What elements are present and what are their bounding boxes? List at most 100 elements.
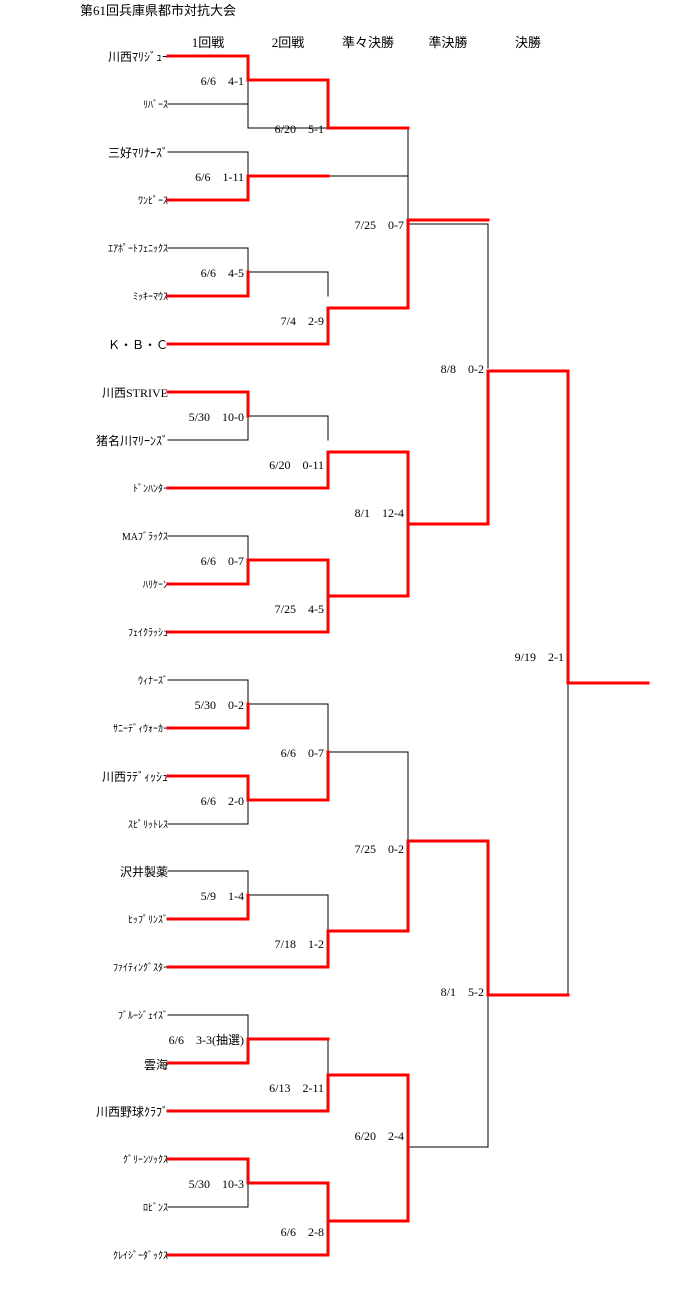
- match-score: 8/8 0-2: [440, 362, 484, 376]
- round-header-1: 1回戦: [191, 35, 225, 50]
- winner-line: [166, 750, 330, 802]
- team-name: ｸﾚｲｼﾞｰﾀﾞｯｸｽ: [113, 1251, 168, 1262]
- bracket-line: [167, 679, 249, 705]
- bracket-line: [327, 523, 409, 597]
- team-name: 川西ﾏﾘｼﾞｭｰ: [107, 50, 168, 64]
- team-name: ﾜﾝﾋﾟｰｽ: [138, 196, 168, 207]
- bracket-line: [407, 127, 489, 369]
- match-score: 6/13 2-11: [269, 1081, 324, 1095]
- bracket-line: [327, 1074, 409, 1148]
- bracket-line: [247, 415, 329, 441]
- bracket-line: [487, 682, 569, 996]
- team-name: ｽﾋﾟﾘｯﾄﾚｽ: [128, 820, 168, 831]
- team-name: MAﾌﾞﾗｯｸｽ: [121, 532, 168, 543]
- team-name: ﾛﾋﾞﾝｽ: [143, 1203, 168, 1214]
- winner-line: [166, 558, 330, 598]
- winner-line: [166, 1037, 330, 1065]
- bracket-line: [247, 703, 329, 753]
- match-score: 6/6 2-8: [280, 1225, 324, 1239]
- team-name: ﾄﾞﾝﾊﾝﾀｰ: [133, 484, 168, 495]
- bracket-line: [167, 151, 249, 177]
- round-header-3: 準々決勝: [341, 35, 395, 50]
- match-score: 7/4 2-9: [280, 314, 324, 328]
- bracket-line: [167, 1182, 249, 1208]
- bracket-line: [247, 1038, 329, 1076]
- winner-line: [166, 218, 490, 346]
- team-name: ﾌﾞﾙｰｼﾞｪｲｽﾞ: [118, 1011, 168, 1022]
- bracket-line: [167, 799, 249, 825]
- bracket-line: [407, 994, 489, 1148]
- match-score: 5/30 10-3: [188, 1177, 244, 1191]
- winner-lines: [166, 54, 650, 1257]
- bracket-line: [247, 271, 329, 297]
- match-score: 6/6 0-7: [200, 554, 244, 568]
- winner-line: [166, 1073, 410, 1223]
- bracket-line: [167, 1014, 249, 1040]
- winner-line: [166, 1157, 330, 1223]
- bracket-line: [167, 870, 249, 896]
- match-score: 8/1 5-2: [440, 985, 484, 999]
- winner-line: [166, 54, 250, 82]
- team-name: 川西ﾗﾃﾞｨｯｼｭ: [101, 770, 168, 784]
- winner-line: [166, 839, 570, 997]
- match-score: 6/6 1-11: [195, 170, 244, 184]
- bracket-line: [167, 535, 249, 561]
- team-name: ｸﾞﾘｰﾝｿｯｸｽ: [123, 1155, 168, 1166]
- team-name: 三好ﾏﾘﾅｰｽﾞ: [107, 146, 168, 160]
- match-score: 7/18 1-2: [274, 937, 324, 951]
- team-name: ﾋｯﾌﾟﾘﾝｽﾞ: [128, 915, 168, 926]
- team-name: ｳｨﾅｰｽﾞ: [138, 676, 168, 687]
- round-header-5: 決勝: [514, 35, 542, 50]
- match-score: 6/6 3-3(抽選): [168, 1033, 244, 1047]
- team-name: ﾐｯｷｰﾏｳｽ: [133, 292, 168, 303]
- bracket-line: [167, 79, 249, 105]
- team-name: 川西野球ｸﾗﾌﾞ: [95, 1105, 168, 1119]
- winner-line: [166, 270, 250, 298]
- bracket-line: [327, 751, 409, 849]
- match-score: 5/9 1-4: [200, 889, 244, 903]
- match-score: 6/20 5-1: [274, 122, 324, 136]
- bracket-line: [247, 894, 329, 932]
- match-score: 6/6 0-7: [280, 746, 324, 760]
- winner-line: [166, 893, 250, 921]
- winner-line: [166, 174, 330, 202]
- team-name: ｴｱﾎﾟｰﾄﾌｪﾆｯｸｽ: [108, 244, 168, 255]
- loser-lines: [167, 79, 569, 1208]
- team-name: ﾌｪｲｸﾗｯｼｭ: [128, 628, 168, 639]
- winner-line: [166, 702, 250, 730]
- winner-line: [166, 390, 250, 418]
- match-score: 6/6 2-0: [200, 794, 244, 808]
- winner-line: [166, 522, 410, 634]
- team-name: Ｋ・Ｂ・Ｃ: [107, 338, 168, 352]
- bracket-line: [167, 415, 249, 441]
- tournament-title: 第61回兵庫県都市対抗大会: [80, 3, 237, 18]
- round-header-2: 2回戦: [271, 35, 305, 50]
- match-score: 9/19 2-1: [514, 650, 564, 664]
- match-score: 7/25 0-2: [354, 842, 404, 856]
- match-score: 6/20 0-11: [269, 458, 324, 472]
- team-name: 沢井製薬: [119, 865, 168, 879]
- team-name: ｻﾆｰﾃﾞｨｳｫｰｶｰ: [113, 724, 168, 735]
- winner-line: [166, 369, 650, 685]
- match-score: 8/1 12-4: [354, 506, 404, 520]
- match-score: 6/6 4-5: [200, 266, 244, 280]
- team-name: 雲海: [143, 1058, 168, 1072]
- match-score: 5/30 10-0: [188, 410, 244, 424]
- bracket-line: [167, 247, 249, 273]
- team-name: ﾌｧｲﾃｨﾝｸﾞｽﾀｰ: [113, 963, 168, 974]
- team-name: ﾊﾘｹｰﾝ: [143, 580, 168, 591]
- match-score: 6/20 2-4: [354, 1129, 404, 1143]
- winner-line: [246, 78, 410, 130]
- match-score: 7/25 0-7: [354, 218, 404, 232]
- round-header-4: 準決勝: [428, 35, 468, 50]
- match-score: 6/6 4-1: [200, 74, 244, 88]
- winner-line: [166, 1219, 330, 1257]
- bracket-line: [247, 79, 329, 129]
- team-name: 猪名川ﾏﾘｰﾝｽﾞ: [95, 434, 168, 448]
- match-score: 5/30 0-2: [194, 698, 244, 712]
- team-name: ﾘﾊﾞｰｽ: [143, 100, 168, 111]
- match-score: 7/25 4-5: [274, 602, 324, 616]
- team-name: 川西STRIVE: [101, 386, 168, 400]
- bracket-line: [327, 127, 409, 177]
